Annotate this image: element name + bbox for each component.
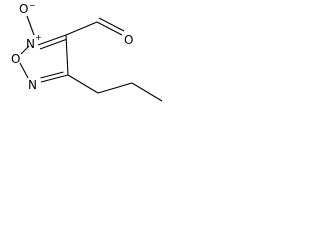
bond-n4-o5 (19, 62, 29, 79)
charge-minus: − (29, 1, 36, 10)
bond-o5-n1 (20, 45, 30, 55)
bond-ch2-ch3 (131, 82, 163, 102)
bond-c2-cho (65, 21, 98, 36)
atom-oxide-o: O (19, 2, 28, 16)
atom-n-oxide: N (26, 37, 35, 51)
bond-cho-o (96, 21, 123, 36)
bond-c3-n4 (40, 74, 69, 83)
bond-n1-oxide (26, 15, 35, 36)
atom-ring-o: O (11, 52, 20, 66)
bond-ch2-ch2 (97, 82, 133, 94)
bond-c3-ch2 (67, 74, 99, 94)
bond-cho-o-double (98, 17, 125, 32)
bond-c2-c3 (65, 34, 69, 76)
atom-ring-n: N (28, 78, 37, 92)
bond-n1-c2-double (39, 38, 67, 50)
bond-n1-c2 (37, 34, 67, 46)
bond-c3-n4-double (40, 71, 64, 79)
charge-plus: + (35, 33, 42, 42)
structure-diagram: N + O − O N O (11, 1, 163, 102)
atom-aldehyde-o: O (124, 33, 133, 47)
